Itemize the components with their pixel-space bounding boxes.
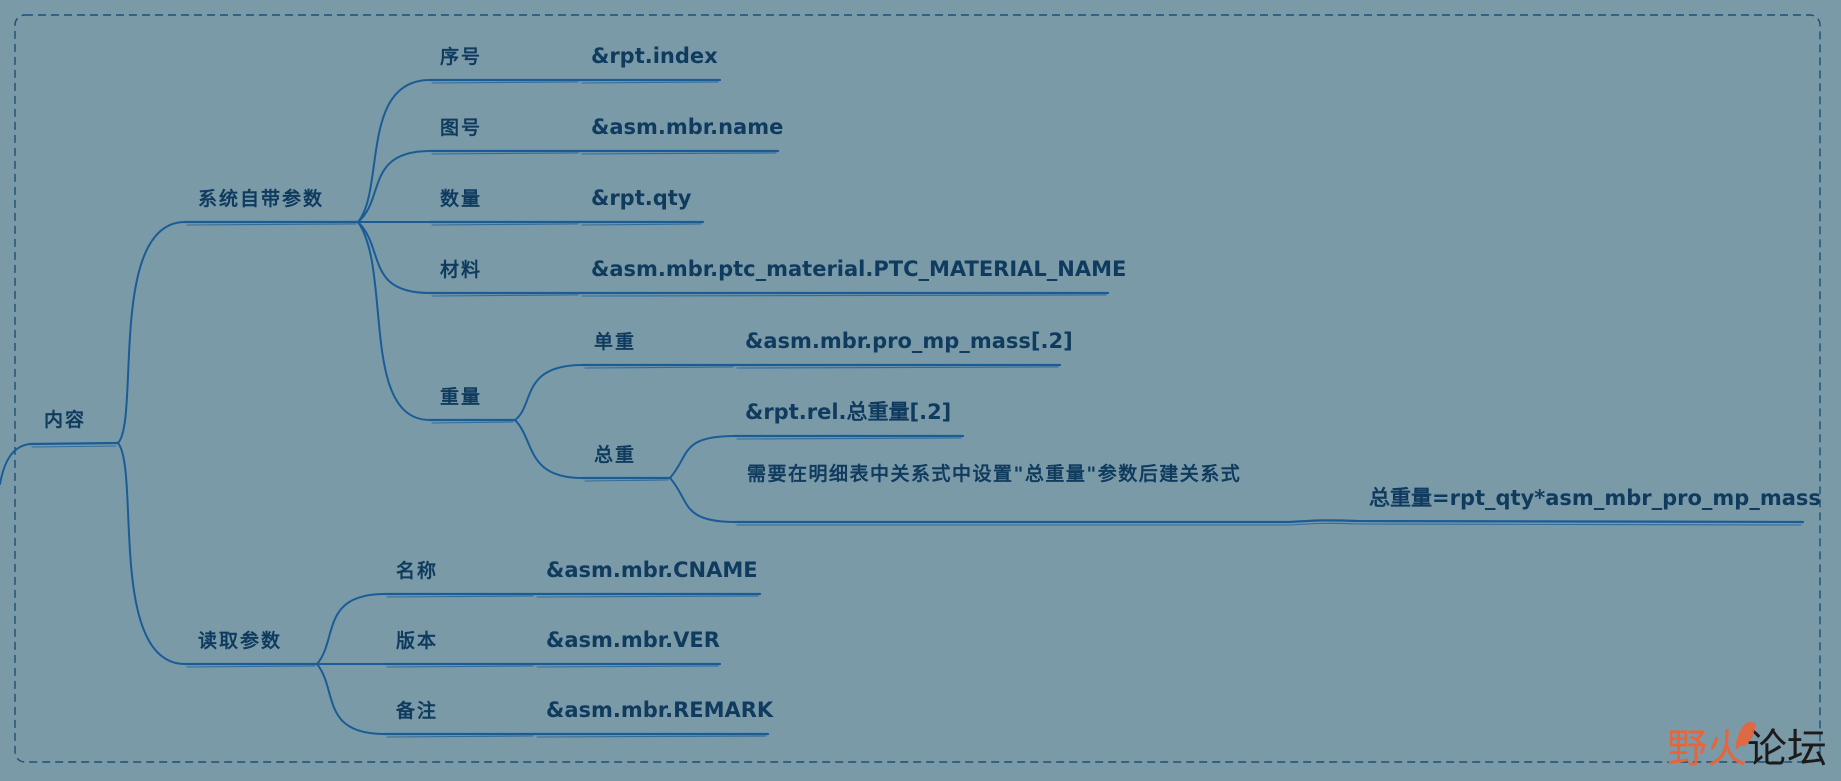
value-material[interactable]: &asm.mbr.ptc_material.PTC_MATERIAL_NAME — [591, 257, 1127, 281]
edge-system-weight — [357, 221, 431, 421]
watermark-part1: 野火 — [1667, 726, 1747, 772]
value-name[interactable]: &asm.mbr.CNAME — [546, 558, 758, 582]
topic-drawing-number[interactable]: 图号 — [440, 117, 483, 139]
topic-quantity[interactable]: 数量 — [440, 188, 483, 210]
edge-root-system — [117, 221, 186, 444]
edge-root-read — [117, 442, 186, 665]
forum-watermark: 野火论坛 — [1667, 719, 1827, 772]
edge-weight-total — [514, 419, 584, 479]
formula-total-weight[interactable]: 总重量=rpt_qty*asm_mbr_pro_mp_mass — [1369, 486, 1821, 510]
dashed-frame — [14, 14, 1821, 763]
edge-system-drawing — [357, 150, 431, 223]
topic-version[interactable]: 版本 — [396, 630, 439, 652]
edge-system-index — [357, 79, 431, 223]
value-index[interactable]: &rpt.index — [591, 44, 718, 68]
topic-remark[interactable]: 备注 — [396, 700, 439, 722]
edge-read-remark — [316, 663, 386, 735]
edge-incoming — [0, 443, 31, 485]
topic-single-weight[interactable]: 单重 — [594, 331, 637, 353]
edge-weight-single — [514, 364, 584, 421]
watermark-part2: 论坛 — [1747, 726, 1827, 772]
value-drawing-number[interactable]: &asm.mbr.name — [591, 115, 784, 139]
topic-name[interactable]: 名称 — [396, 560, 439, 582]
note-total-weight[interactable]: 需要在明细表中关系式中设置"总重量"参数后建关系式 — [747, 463, 1242, 485]
topic-material[interactable]: 材料 — [440, 259, 483, 281]
value-single-weight[interactable]: &asm.mbr.pro_mp_mass[.2] — [745, 329, 1073, 353]
edge-system-material — [357, 221, 431, 294]
value-version[interactable]: &asm.mbr.VER — [546, 628, 720, 652]
edge-read-name — [316, 593, 386, 665]
edge-total-note — [669, 477, 736, 523]
value-quantity[interactable]: &rpt.qty — [591, 186, 692, 210]
topic-total-weight[interactable]: 总重 — [594, 444, 637, 466]
edge-total-value — [669, 435, 736, 479]
edge-lines — [0, 79, 736, 735]
value-remark[interactable]: &asm.mbr.REMARK — [546, 698, 774, 722]
topic-underlines — [28, 78, 1805, 738]
topic-system-params[interactable]: 系统自带参数 — [198, 188, 325, 210]
topic-read-params[interactable]: 读取参数 — [198, 630, 283, 652]
topic-index[interactable]: 序号 — [440, 46, 483, 68]
topic-weight[interactable]: 重量 — [440, 386, 483, 408]
root-topic[interactable]: 内容 — [44, 409, 87, 431]
value-total-weight[interactable]: &rpt.rel.总重量[.2] — [745, 400, 952, 424]
